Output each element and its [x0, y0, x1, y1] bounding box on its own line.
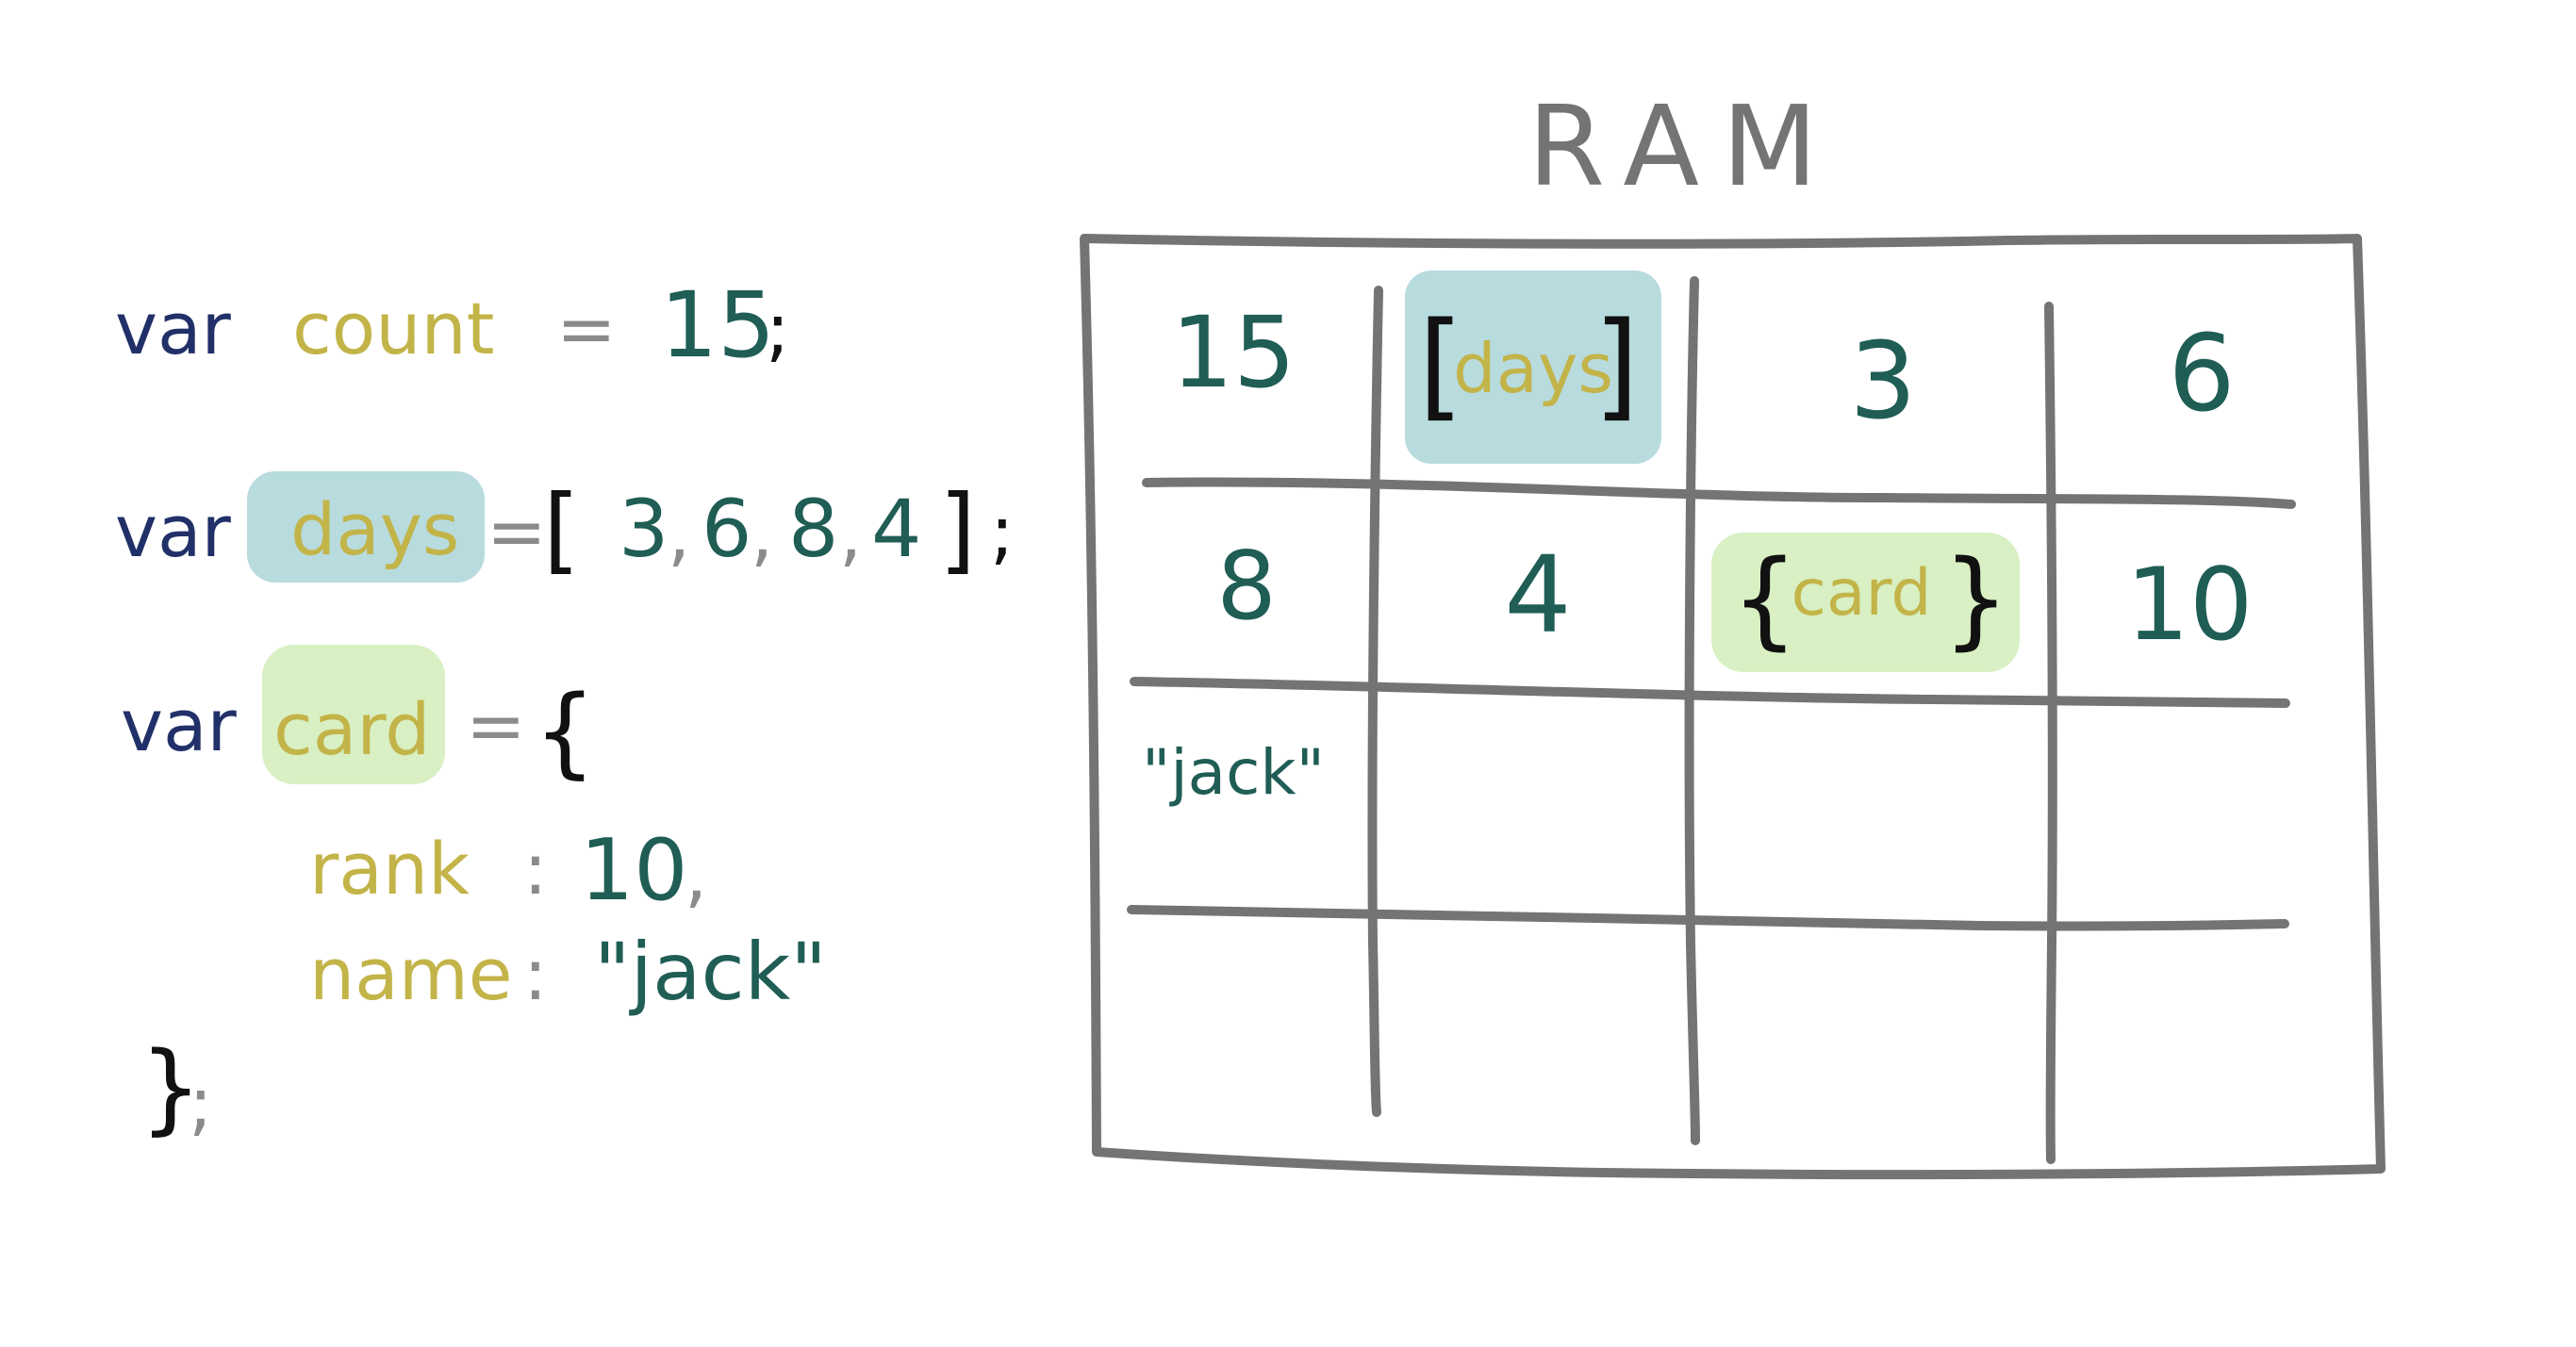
array-item: 4 — [871, 483, 921, 575]
grid-row-line — [1130, 677, 2290, 708]
close-bracket: ] — [939, 474, 976, 584]
card-label: card — [1792, 556, 1932, 631]
days-highlight — [247, 471, 485, 583]
keyword-var: var — [115, 287, 232, 370]
card-reference-highlight — [1711, 533, 2020, 672]
equals-sign: = — [487, 489, 547, 573]
code-line-closing: } ; — [140, 1030, 213, 1145]
days-label: days — [1453, 329, 1613, 408]
identifier-count: count — [292, 287, 494, 370]
semicolon: ; — [990, 489, 1015, 573]
value-name: "jack" — [594, 926, 827, 1018]
comma: , — [839, 491, 862, 575]
key-rank: rank — [309, 827, 470, 911]
ram-title: RAM — [1527, 81, 1841, 211]
grid-row-line — [1142, 477, 2296, 509]
key-name: name — [309, 932, 513, 1016]
ram-cell-value: "jack" — [1142, 736, 1325, 809]
ram-cell-value: 3 — [1849, 320, 1916, 443]
comma: , — [685, 832, 707, 916]
ram-cell-value: 10 — [2126, 547, 2254, 663]
identifier-card: card — [273, 687, 431, 771]
ram-cell-value: 4 — [1504, 534, 1571, 657]
open-bracket: [ — [543, 474, 580, 584]
card-highlight — [262, 645, 445, 784]
ram-cell-card-reference: { card } — [1711, 533, 2020, 672]
semicolon: ; — [766, 287, 790, 370]
days-reference-highlight — [1405, 271, 1661, 464]
open-brace: { — [534, 674, 596, 789]
bracket-open: [ — [1418, 298, 1463, 434]
keyword-var: var — [121, 683, 238, 767]
brace-open: { — [1731, 538, 1798, 661]
ram-cell-value: 6 — [2168, 313, 2235, 435]
array-item: 3 — [619, 483, 669, 575]
array-item: 8 — [788, 483, 838, 575]
code-panel: var count = 15 ; var days = [ 3 , 6 , 8 … — [115, 272, 1015, 1145]
equals-sign: = — [466, 683, 526, 767]
ram-frame — [1080, 234, 2386, 1180]
value-count: 15 — [660, 272, 775, 378]
property-rank: rank : 10 , — [309, 821, 707, 920]
array-item: 6 — [702, 483, 751, 575]
grid-column-line — [1367, 286, 1383, 1117]
code-line-days: var days = [ 3 , 6 , 8 , 4 ] ; — [115, 471, 1015, 584]
grid-column-line — [2044, 302, 2057, 1164]
identifier-days: days — [290, 487, 459, 571]
equals-sign: = — [556, 287, 617, 370]
semicolon: ; — [189, 1060, 213, 1144]
close-brace: } — [140, 1030, 202, 1145]
keyword-var: var — [115, 489, 232, 573]
brace-close: } — [1942, 538, 2009, 661]
property-name: name : "jack" — [309, 926, 827, 1018]
colon: : — [523, 932, 548, 1016]
comma: , — [751, 491, 773, 575]
ram-panel: RAM 15 [ days ] 3 6 8 4 { card } 10 — [1080, 81, 2386, 1180]
grid-column-line — [1684, 276, 1700, 1145]
grid-row-line — [1127, 905, 2289, 931]
comma: , — [668, 491, 690, 575]
code-line-card: var card = { — [121, 645, 596, 789]
code-line-count: var count = 15 ; — [115, 272, 790, 378]
colon: : — [523, 827, 548, 911]
value-rank: 10 — [580, 821, 688, 920]
ram-cell-value: 8 — [1216, 531, 1277, 641]
bracket-close: ] — [1593, 298, 1639, 434]
ram-cell-days-reference: [ days ] — [1405, 271, 1661, 464]
ram-cell-value: 15 — [1171, 295, 1296, 410]
